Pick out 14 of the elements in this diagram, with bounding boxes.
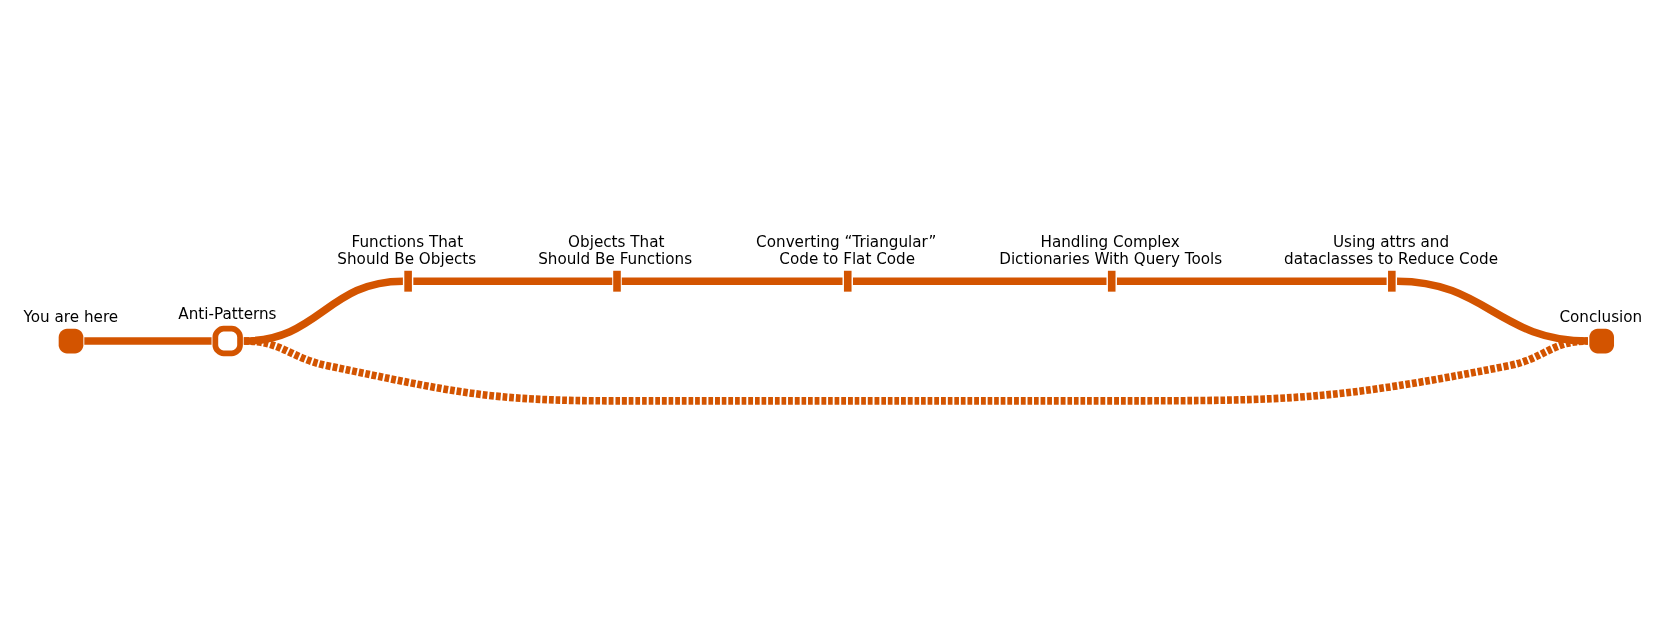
node-box [1388,270,1396,292]
node-label: Objects That Should Be Functions [538,232,693,268]
node-label: Converting “Triangular” Code to Flat Code [756,232,937,268]
node-box [1107,270,1116,292]
node-box [613,270,621,292]
node-box [843,270,852,292]
node-label: Functions That Should Be Objects [337,232,477,268]
connector [1396,276,1589,345]
node-box [404,270,412,292]
node-label: You are here [23,307,119,326]
node-label: Handling Complex Dictionaries With Query Tools [999,232,1223,268]
node-label: Conclusion [1559,307,1643,326]
node-label: Anti-Patterns [178,304,277,323]
node-label: Using attrs and dataclasses to Reduce Code [1284,232,1499,268]
